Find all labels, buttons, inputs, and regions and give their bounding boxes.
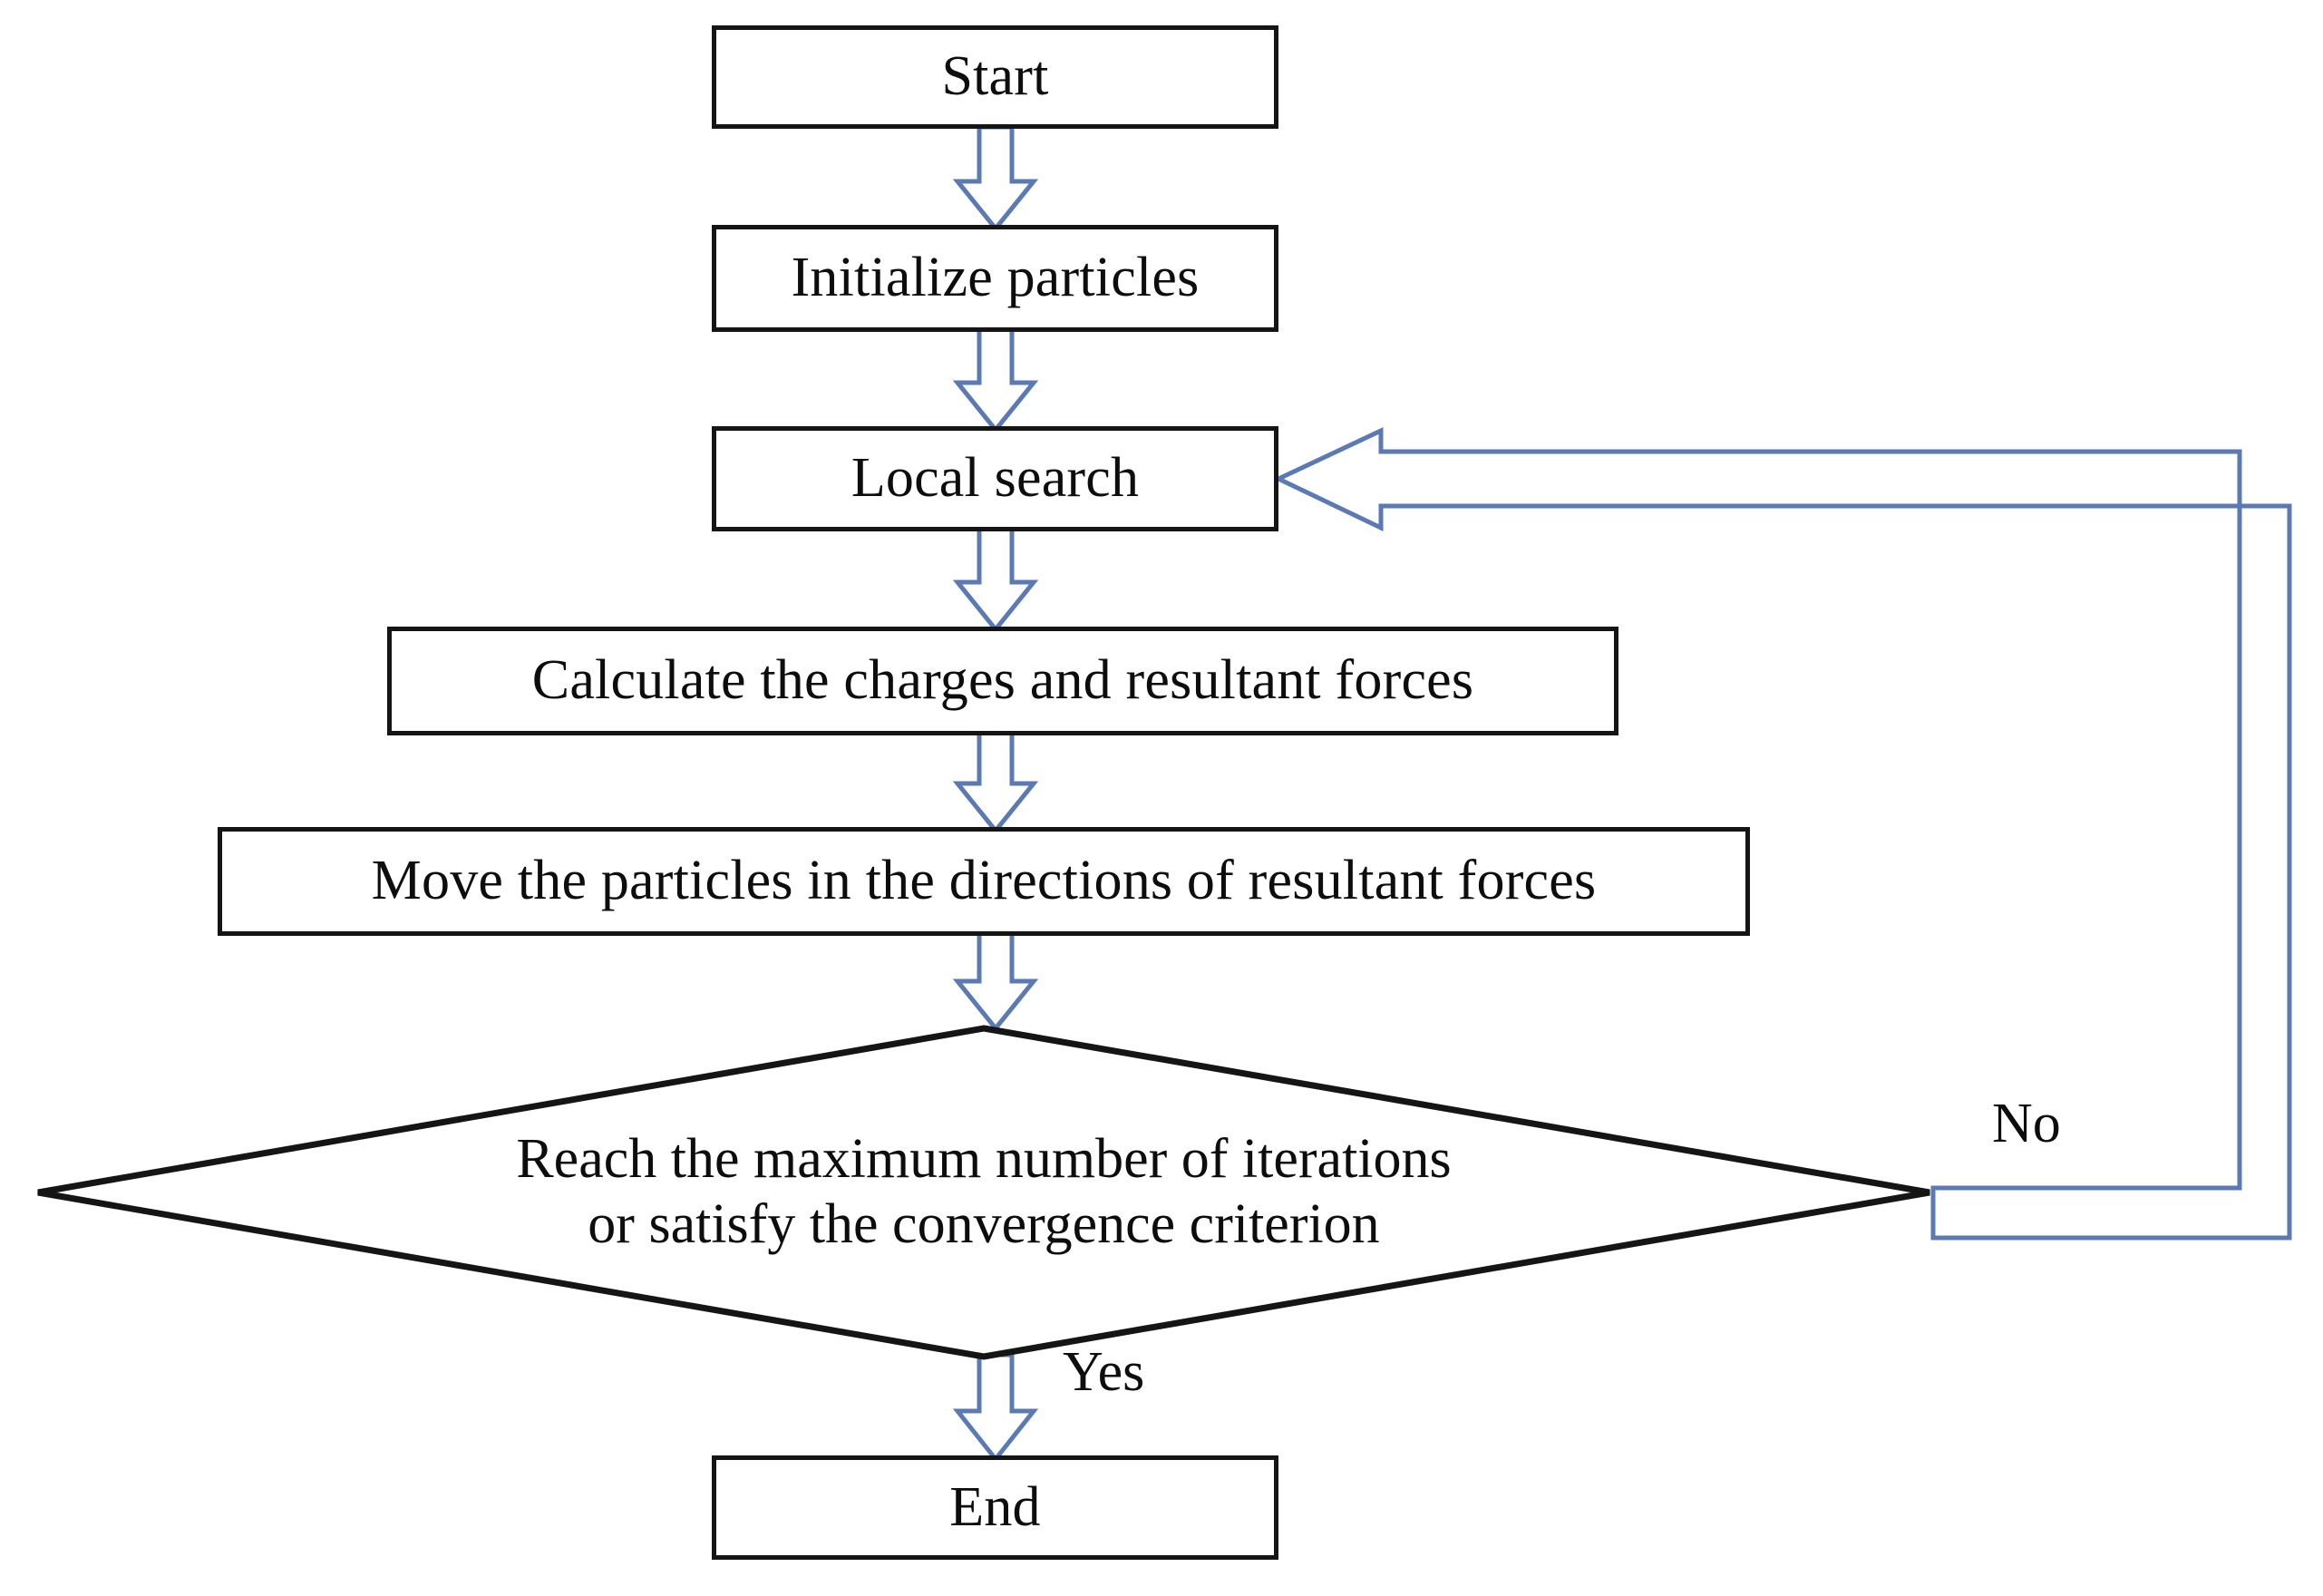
node-local-search-label: Local search <box>850 447 1140 510</box>
node-calculate-charges-forces[interactable]: Calculate the charges and resultant forc… <box>387 627 1618 735</box>
node-start-label: Start <box>941 45 1049 108</box>
node-start[interactable]: Start <box>712 25 1278 129</box>
edge-initialize-to-local-search <box>939 326 1052 433</box>
arrow-down-icon <box>952 525 1039 633</box>
edge-start-to-initialize <box>939 124 1052 232</box>
edge-label-yes: Yes <box>1063 1341 1145 1403</box>
node-initialize-particles-label: Initialize particles <box>791 247 1200 309</box>
arrow-down-icon <box>952 728 1039 834</box>
decision-diamond-shape <box>37 1025 1930 1360</box>
edge-decision-to-end <box>939 1352 1052 1464</box>
edge-move-to-decision <box>939 929 1052 1032</box>
arrow-down-icon <box>952 1352 1039 1464</box>
node-move-particles[interactable]: Move the particles in the directions of … <box>218 827 1750 936</box>
node-end-label: End <box>949 1475 1041 1538</box>
node-initialize-particles[interactable]: Initialize particles <box>712 225 1278 332</box>
node-end[interactable]: End <box>712 1455 1278 1560</box>
arrow-down-icon <box>952 929 1039 1032</box>
node-move-particles-label: Move the particles in the directions of … <box>371 850 1597 912</box>
arrow-down-icon <box>952 326 1039 433</box>
arrow-down-icon <box>952 124 1039 232</box>
edge-local-search-to-calculate <box>939 525 1052 633</box>
edge-label-no: No <box>1992 1093 2061 1154</box>
edge-calculate-to-move <box>939 728 1052 834</box>
node-local-search[interactable]: Local search <box>712 426 1278 531</box>
node-decision-termination[interactable]: Reach the maximum number of iterations o… <box>34 1025 1933 1360</box>
node-calculate-charges-forces-label: Calculate the charges and resultant forc… <box>531 649 1474 712</box>
